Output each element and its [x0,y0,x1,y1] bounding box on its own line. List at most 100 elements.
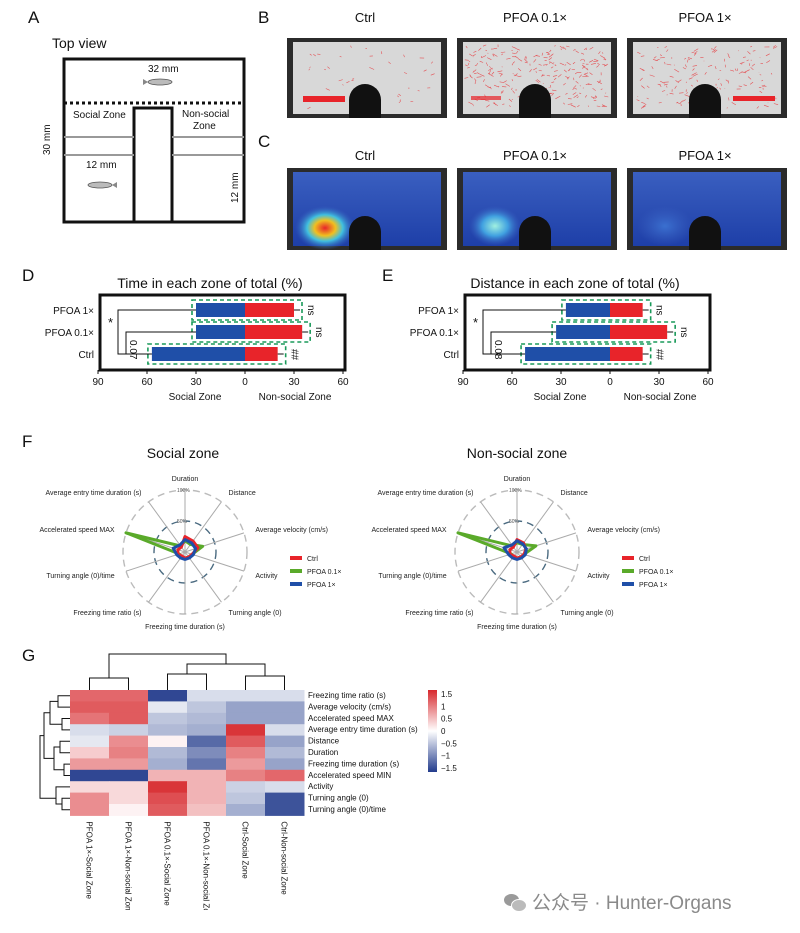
heatmap-row-label: Freezing time ratio (s) [308,691,386,700]
x-label-left: Social Zone [534,392,587,403]
heatmap-cell [109,792,149,805]
condition-title: PFOA 0.1× [503,148,567,163]
heatmap-cell [265,769,305,782]
chart-title: Distance in each zone of total (%) [470,275,679,291]
fish-icon [143,78,173,86]
heatmap-col-label: Ctrl-Non-social Zone [280,821,289,895]
condition-title: PFOA 1× [678,10,731,25]
heatmap-cell [265,792,305,805]
heatmap-cell [109,781,149,794]
comparison-bracket [125,331,192,355]
radar-axis-label: Average velocity (cm/s) [587,527,660,534]
heatmap-col-label: PFOA 1×-Non-social Zone [124,821,133,910]
radar-axis [125,551,186,572]
heatmap-cell [187,747,227,759]
heatmap-cell [226,690,266,702]
comparison-bracket [117,309,192,355]
heatmap-cell [148,792,188,805]
heatmap-cell [265,804,305,816]
radar-axis [516,551,577,572]
legend-swatch [622,582,634,586]
heatmap-cell [187,758,227,771]
condition-title: PFOA 0.1× [503,10,567,25]
ring-label: 50% [177,519,188,525]
heatmap-cell [226,747,266,759]
radar-axis-label: Turning angle (0)/time [46,573,114,580]
heatmap-cell [265,747,305,759]
bar-nonsocial [245,347,278,361]
x-label-right: Non-social Zone [259,392,332,403]
heatmap-cell [226,724,266,737]
condition-title: Ctrl [355,10,375,25]
heatmap-image [627,168,787,250]
heatmap-cell [70,712,110,725]
heatmap-cell [187,792,227,805]
heatmap-cell [226,792,266,805]
heatmap-cell [148,701,188,714]
radar-series-line [171,538,198,561]
dim-12mm-mid: 12 mm [86,160,117,171]
panel-letter-d: D [22,266,35,285]
bar-nonsocial [245,303,294,317]
x-label-right: Non-social Zone [624,392,697,403]
radar-title: Social zone [147,445,220,461]
dim-30mm: 30 mm [42,124,53,155]
legend-label: Ctrl [307,556,318,563]
tick-label: 30 [190,377,202,388]
radar-axis-label: Average entry time duration (s) [378,490,474,497]
heatmap-cell [148,804,188,816]
heatmap-cell [109,701,149,714]
heatmap-row-label: Average entry time duration (s) [308,725,418,734]
watermark-text: 公众号 · Hunter-Organs [532,893,732,914]
radar-axis-label: Activity [587,573,610,580]
panel-letter-e: E [382,266,394,285]
panel-letter-f: F [22,432,33,451]
heatmap-cell [109,690,149,702]
legend-label: PFOA 0.1× [639,569,673,576]
heatmap-cell [148,758,188,771]
heatmap-cell [187,735,227,748]
heatmap-col-label: PFOA 0.1×-Non-social Zone [202,821,211,910]
radar-axis-label: Turning angle (0)/time [378,573,446,580]
bar-social [196,303,245,317]
x-label-left: Social Zone [169,392,222,403]
group-label: PFOA 0.1× [410,328,459,339]
heatmap-row-label: Accelerated speed MIN [308,771,391,780]
panel-f-radar-charts: Social zone100%50%DurationDistanceAverag… [40,445,674,631]
condition-title: Ctrl [355,148,375,163]
watermark: 公众号 · Hunter-Organs [504,888,732,915]
tick-label: 30 [555,377,567,388]
column-dendrogram [89,653,285,690]
dim-32mm: 32 mm [148,64,179,75]
heatmap-row-label: Activity [308,782,333,791]
legend-label: PFOA 0.1× [307,569,341,576]
star-label: * [473,315,478,330]
radar-axis-label: Distance [560,490,587,497]
bar-social [151,347,245,361]
heatmap-cell [187,701,227,714]
heatmap-cell [265,735,305,748]
legend-label: PFOA 1× [307,582,336,589]
pvalue-label: 0.07 [127,340,138,360]
color-scale-label: −0.5 [441,739,457,748]
legend-label: Ctrl [639,556,650,563]
bar-nonsocial [610,325,668,339]
tick-label: 90 [457,377,469,388]
tick-label: 0 [242,377,248,388]
panel-letter-g: G [22,646,36,665]
heatmap-cell [148,690,188,702]
non-social-label-1: Non-social [182,109,229,120]
radar-axis [184,551,245,572]
heatmap-cell [148,735,188,748]
non-social-label-2: Zone [193,121,216,132]
heatmap-cell [187,690,227,702]
heatmap-col-label: PFOA 1×-Social Zone [85,821,94,899]
radar-axis [457,551,518,572]
heatmap-cell [70,769,110,782]
panel-d-time-chart: Time in each zone of total (%)PFOA 1×nsP… [45,275,349,403]
heatmap-cell [109,712,149,725]
radar-axis [148,501,186,553]
tick-label: 30 [288,377,300,388]
heatmap-cell [70,724,110,737]
